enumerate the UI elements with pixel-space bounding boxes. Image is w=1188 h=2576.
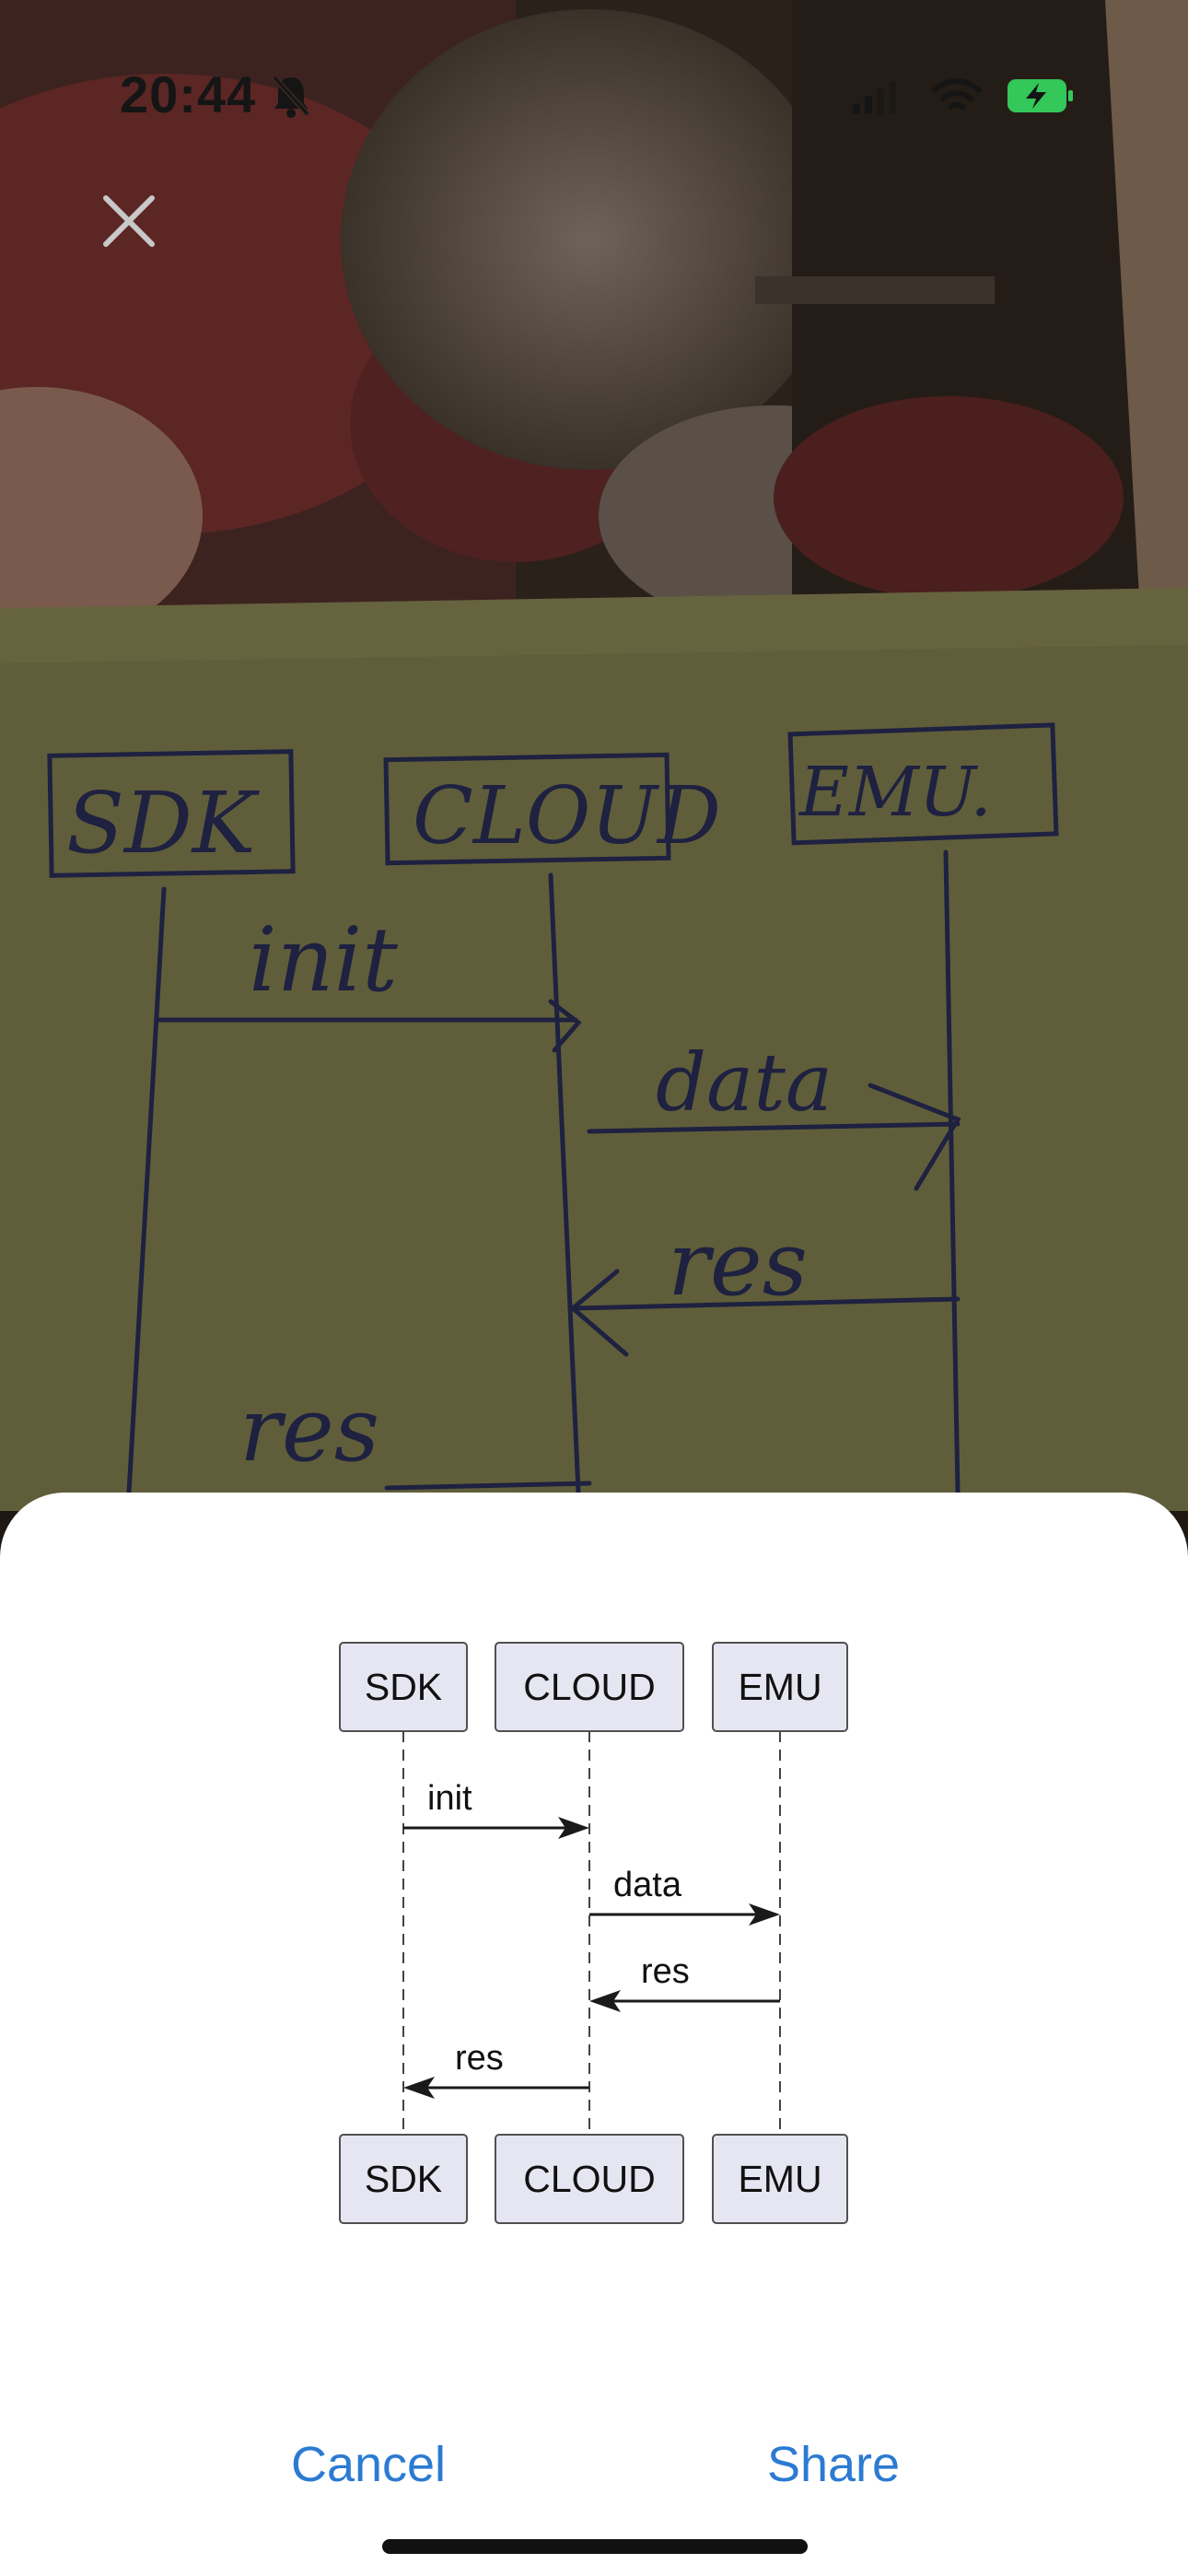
svg-text:SDK: SDK — [66, 774, 261, 872]
cellular-signal-icon — [853, 81, 897, 119]
svg-text:CLOUD: CLOUD — [413, 770, 721, 862]
message-arrow — [403, 1817, 589, 1839]
message-arrow — [403, 2077, 589, 2099]
participant-label: SDK — [365, 2158, 442, 2200]
home-indicator — [382, 2539, 808, 2554]
svg-text:res: res — [239, 1378, 379, 1481]
message-label: init — [427, 1779, 472, 1818]
message-label: res — [455, 2039, 504, 2078]
svg-text:res: res — [668, 1212, 808, 1316]
result-sheet: SDK CLOUD EMU SDK CLOUD EMU init data res res Can… — [0, 1493, 1188, 2576]
bell-slash-icon — [271, 74, 311, 123]
message-label: res — [641, 1952, 690, 1991]
participant-box-bottom: EMU — [712, 2134, 848, 2224]
svg-text:init: init — [249, 908, 398, 1012]
message-label: data — [613, 1866, 682, 1904]
cancel-button[interactable]: Cancel — [290, 2437, 447, 2492]
svg-text:EMU.: EMU. — [798, 753, 992, 832]
share-button[interactable]: Share — [766, 2437, 901, 2492]
participant-box-top: CLOUD — [495, 1642, 684, 1732]
wifi-icon — [932, 77, 982, 119]
participant-box-bottom: CLOUD — [495, 2134, 684, 2224]
sequence-diagram: SDK CLOUD EMU SDK CLOUD EMU init data res res — [339, 1642, 848, 2224]
svg-text:data: data — [656, 1037, 833, 1130]
participant-label: CLOUD — [523, 2158, 656, 2200]
message-arrow — [589, 1903, 780, 1926]
participant-box-bottom: SDK — [339, 2134, 468, 2224]
participant-label: SDK — [365, 1666, 442, 1708]
close-button[interactable] — [92, 184, 166, 258]
status-bar: 20:44 — [0, 0, 1188, 193]
camera-preview: SDK CLOUD EMU. init data res res — [0, 0, 1188, 1511]
camera-photo: SDK CLOUD EMU. init data res res — [0, 0, 1188, 1511]
participant-label: CLOUD — [523, 1666, 656, 1708]
participant-label: EMU — [738, 2158, 821, 2200]
close-icon — [103, 195, 155, 247]
status-time: 20:44 — [120, 65, 257, 123]
message-arrow — [589, 1990, 780, 2012]
participant-label: EMU — [738, 1666, 821, 1708]
participant-box-top: EMU — [712, 1642, 848, 1732]
battery-charging-icon — [1007, 79, 1074, 117]
participant-box-top: SDK — [339, 1642, 468, 1732]
